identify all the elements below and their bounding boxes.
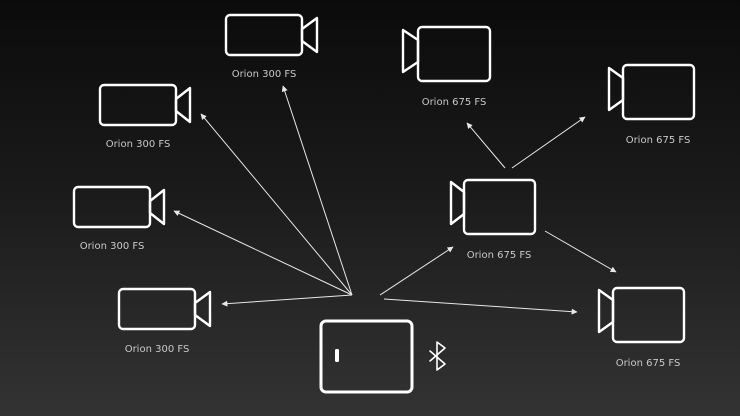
camera-label: Orion 300 FS — [80, 241, 145, 252]
camera-orion-300-lower-left: Orion 300 FS — [117, 287, 212, 355]
video-camera-icon — [224, 13, 319, 57]
camera-orion-300-upper-left: Orion 300 FS — [98, 83, 192, 150]
camera-label: Orion 675 FS — [422, 97, 487, 108]
camera-orion-675-top: Orion 675 FS — [401, 25, 492, 108]
camera-label: Orion 675 FS — [626, 135, 691, 146]
arrow-to-orion-300-top — [281, 85, 353, 296]
controller-tablet — [319, 319, 414, 394]
video-camera-icon — [607, 63, 696, 121]
video-camera-icon — [597, 286, 686, 344]
video-camera-icon — [117, 287, 212, 331]
camera-orion-675-bottom-right: Orion 675 FS — [597, 286, 686, 369]
camera-orion-300-top: Orion 300 FS — [224, 13, 319, 80]
bluetooth-icon — [429, 341, 446, 371]
arrow-to-orion-675-bottom-right — [383, 298, 578, 315]
arrow-to-orion-300-middle-left — [173, 210, 353, 296]
video-camera-icon — [401, 25, 492, 83]
arrow-to-orion-300-lower-left — [221, 294, 353, 307]
video-camera-icon — [449, 178, 537, 236]
arrow-to-orion-675-lower-right — [544, 230, 617, 273]
camera-label: Orion 675 FS — [616, 358, 681, 369]
camera-orion-300-middle-left: Orion 300 FS — [72, 185, 166, 252]
tablet-icon — [319, 319, 414, 394]
arrow-to-orion-675-top — [466, 122, 506, 169]
camera-orion-675-center: Orion 675 FS — [449, 178, 537, 261]
video-camera-icon — [72, 185, 166, 229]
camera-label: Orion 300 FS — [106, 139, 171, 150]
arrow-to-orion-300-upper-left — [200, 113, 353, 296]
camera-label: Orion 675 FS — [467, 250, 532, 261]
camera-label: Orion 300 FS — [125, 344, 190, 355]
arrow-to-orion-675-upper-right — [511, 116, 586, 169]
camera-orion-675-upper-right: Orion 675 FS — [607, 63, 696, 146]
camera-label: Orion 300 FS — [232, 69, 297, 80]
arrow-to-orion-675-center — [379, 246, 454, 296]
video-camera-icon — [98, 83, 192, 127]
connection-arrows — [173, 85, 617, 315]
